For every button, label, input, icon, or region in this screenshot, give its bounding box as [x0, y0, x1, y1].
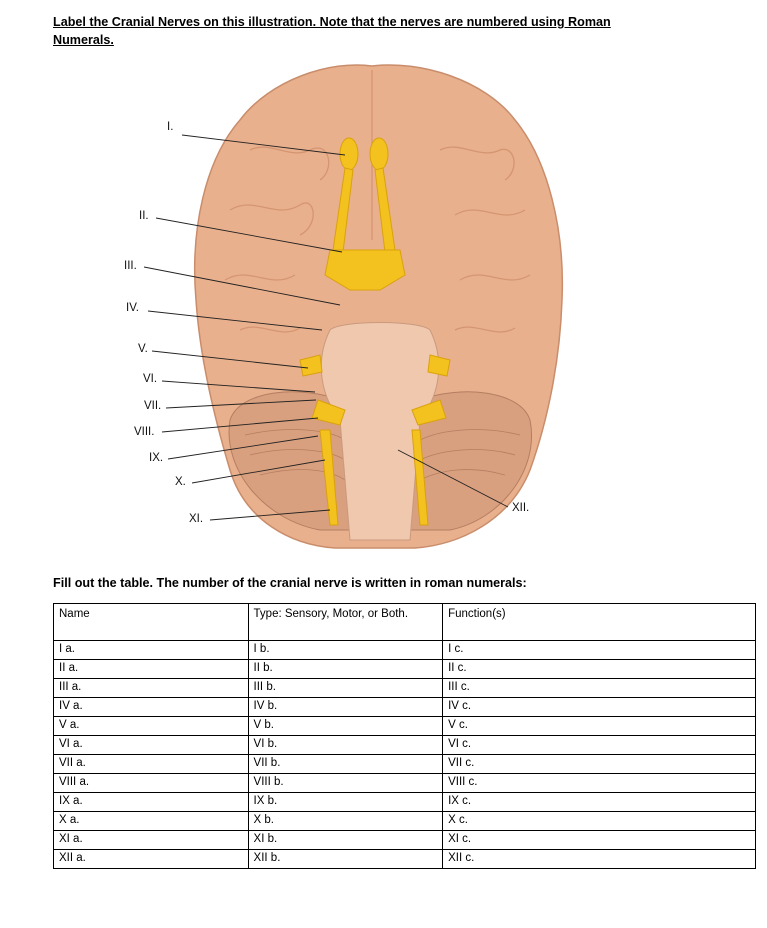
cell-type[interactable]: IX b.	[247, 792, 444, 812]
label-nerve-IX: IX.	[149, 452, 164, 464]
table-row: X a.X b.X c.	[53, 811, 756, 831]
cell-name[interactable]: I a.	[53, 640, 249, 660]
cell-function[interactable]: IV c.	[442, 697, 756, 717]
cell-name[interactable]: IV a.	[53, 697, 249, 717]
header-type: Type: Sensory, Motor, or Both.	[247, 603, 444, 641]
cell-function[interactable]: III c.	[442, 678, 756, 698]
leader-lines	[143, 134, 509, 521]
cell-name[interactable]: X a.	[53, 811, 249, 831]
cranial-nerve-table: Name Type: Sensory, Motor, or Both. Func…	[53, 603, 756, 869]
cell-function[interactable]: VIII c.	[442, 773, 756, 793]
cell-type[interactable]: IV b.	[247, 697, 444, 717]
table-instruction: Fill out the table. The number of the cr…	[53, 576, 527, 590]
cell-type[interactable]: V b.	[247, 716, 444, 736]
cell-name[interactable]: VIII a.	[53, 773, 249, 793]
label-nerve-X: X.	[175, 476, 186, 488]
label-nerve-III: III.	[124, 260, 137, 272]
cell-type[interactable]: XI b.	[247, 830, 444, 850]
label-nerve-IV: IV.	[126, 302, 140, 314]
label-nerve-VIII: VIII.	[134, 426, 155, 438]
cell-name[interactable]: III a.	[53, 678, 249, 698]
cell-function[interactable]: VII c.	[442, 754, 756, 774]
table-row: IX a.IX b.IX c.	[53, 792, 756, 812]
cell-name[interactable]: VII a.	[53, 754, 249, 774]
label-nerve-VI: VI.	[143, 373, 158, 385]
table-row: VI a.VI b.VI c.	[53, 735, 756, 755]
cell-type[interactable]: VII b.	[247, 754, 444, 774]
table-row: III a.III b.III c.	[53, 678, 756, 698]
cell-type[interactable]: XII b.	[247, 849, 444, 869]
table-row: II a.II b.II c.	[53, 659, 756, 679]
cell-name[interactable]: IX a.	[53, 792, 249, 812]
header-function: Function(s)	[442, 603, 756, 641]
cell-type[interactable]: VIII b.	[247, 773, 444, 793]
cell-type[interactable]: I b.	[247, 640, 444, 660]
table-row: VII a.VII b.VII c.	[53, 754, 756, 774]
brain-illustration	[143, 64, 564, 549]
cell-function[interactable]: VI c.	[442, 735, 756, 755]
label-nerve-XI: XI.	[189, 513, 204, 525]
table-row: I a.I b.I c.	[53, 640, 756, 660]
cell-type[interactable]: VI b.	[247, 735, 444, 755]
cell-name[interactable]: XII a.	[53, 849, 249, 869]
cell-function[interactable]: V c.	[442, 716, 756, 736]
page-title: Label the Cranial Nerves on this illustr…	[53, 15, 611, 47]
table-row: IV a.IV b.IV c.	[53, 697, 756, 717]
label-nerve-VII: VII.	[144, 400, 162, 412]
cell-function[interactable]: IX c.	[442, 792, 756, 812]
table-row: XI a.XI b.XI c.	[53, 830, 756, 850]
label-nerve-I: I.	[167, 121, 174, 133]
label-nerve-XII: XII.	[512, 502, 530, 514]
brainstem	[320, 322, 440, 541]
table-header-row: Name Type: Sensory, Motor, or Both. Func…	[53, 603, 756, 641]
cell-function[interactable]: XI c.	[442, 830, 756, 850]
cell-function[interactable]: X c.	[442, 811, 756, 831]
table-row: V a.V b.V c.	[53, 716, 756, 736]
header-name: Name	[53, 603, 249, 641]
cell-type[interactable]: III b.	[247, 678, 444, 698]
cell-function[interactable]: II c.	[442, 659, 756, 679]
label-nerve-V: V.	[138, 343, 148, 355]
cell-function[interactable]: I c.	[442, 640, 756, 660]
table-row: XII a.XII b.XII c.	[53, 849, 756, 869]
cell-type[interactable]: II b.	[247, 659, 444, 679]
label-nerve-II: II.	[139, 210, 149, 222]
cell-name[interactable]: V a.	[53, 716, 249, 736]
cell-name[interactable]: XI a.	[53, 830, 249, 850]
cell-name[interactable]: VI a.	[53, 735, 249, 755]
cell-name[interactable]: II a.	[53, 659, 249, 679]
table-row: VIII a.VIII b.VIII c.	[53, 773, 756, 793]
cell-type[interactable]: X b.	[247, 811, 444, 831]
cell-function[interactable]: XII c.	[442, 849, 756, 869]
